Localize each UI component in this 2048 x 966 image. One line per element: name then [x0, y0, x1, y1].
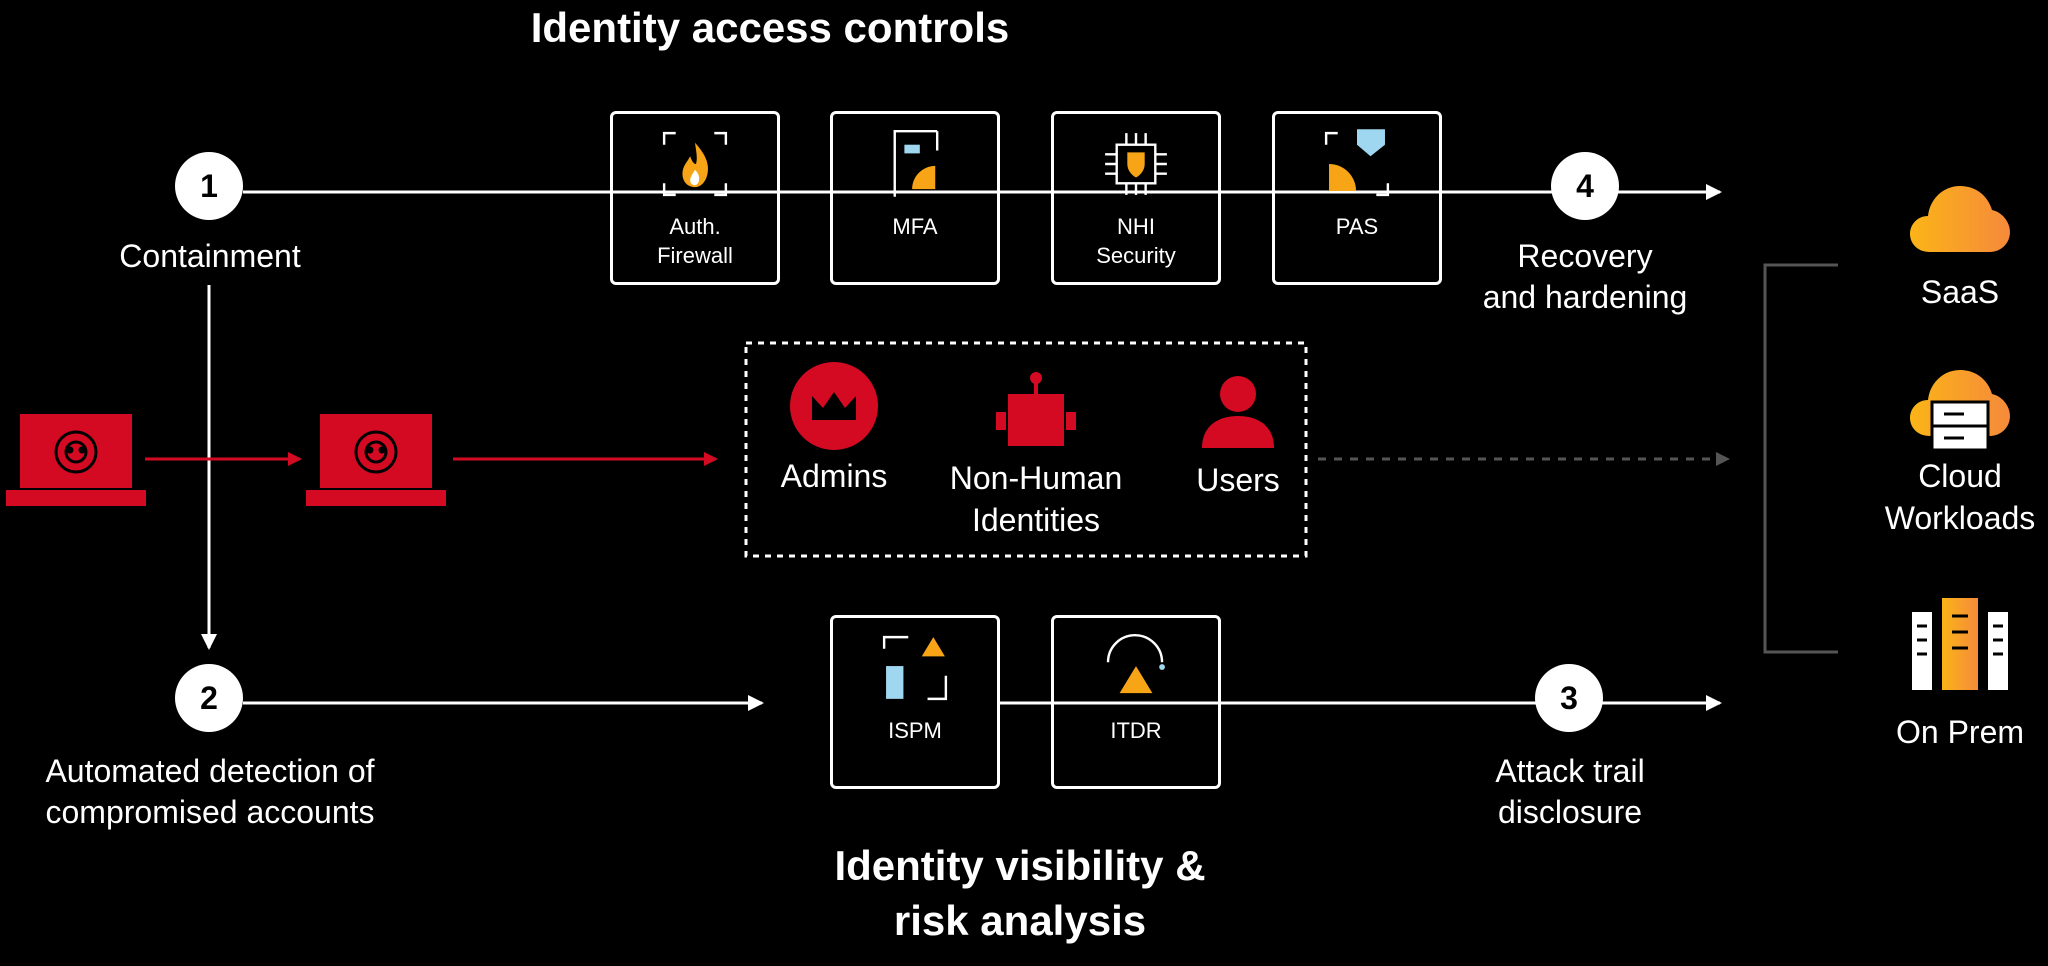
user-icon [1202, 376, 1274, 448]
admins-crown-icon [790, 362, 878, 450]
itdr-box: ITDR [1051, 615, 1221, 789]
pas-line1: PAS [1335, 214, 1379, 239]
saas-cloud-icon [1910, 186, 2010, 252]
compromised-laptop-2 [306, 414, 446, 506]
step-4-circle: 4 [1551, 152, 1619, 220]
targets-bracket [1763, 263, 1838, 654]
nhi-label-line2: Identities [971, 502, 1101, 538]
bottom-title-line1: Identity visibility & [834, 842, 1206, 889]
pas-box: PAS [1272, 111, 1442, 285]
nhi-label-line1: Non-Human [949, 460, 1123, 496]
nhi-security-line2: Security [1096, 243, 1176, 268]
mfa-caption: MFA [833, 212, 997, 241]
step-2-circle: 2 [175, 664, 243, 732]
pas-caption: PAS [1275, 212, 1439, 241]
nhi-security-line1: NHI [1117, 214, 1155, 239]
robot-icon [996, 372, 1076, 446]
cloud-workloads-label-line1: Cloud [1918, 458, 2002, 494]
top-title: Identity access controls [530, 4, 1010, 51]
bottom-title-line2: risk analysis [893, 897, 1147, 944]
mfa-icon [893, 129, 939, 197]
pas-icon [1324, 129, 1390, 197]
step-3-circle: 3 [1535, 664, 1603, 732]
auth-firewall-line2: Firewall [657, 243, 733, 268]
itdr-icon [1106, 633, 1165, 694]
step-4-label-line2: and hardening [1482, 279, 1688, 315]
ispm-icon [882, 635, 948, 701]
mfa-line1: MFA [892, 214, 938, 239]
saas-label: SaaS [1920, 274, 2000, 310]
step-1-circle: 1 [175, 152, 243, 220]
step-1-label: Containment [119, 238, 301, 274]
on-prem-servers-icon [1912, 598, 2008, 690]
cloud-workloads-label-line2: Workloads [1884, 500, 2036, 536]
auth-firewall-box: Auth. Firewall [610, 111, 780, 285]
hacker-mask-icon [354, 430, 398, 474]
mfa-box: MFA [830, 111, 1000, 285]
nhi-security-box: NHI Security [1051, 111, 1221, 285]
auth-firewall-line1: Auth. [669, 214, 721, 239]
ispm-line1: ISPM [888, 718, 942, 743]
auth-firewall-icon [662, 131, 728, 197]
identities-group-box [744, 341, 1308, 558]
step-3-label-line2: disclosure [1497, 794, 1643, 830]
nhi-chip-icon [1105, 133, 1167, 195]
on-prem-label: On Prem [1895, 714, 2025, 750]
admins-label: Admins [780, 458, 888, 494]
step-4-label-line1: Recovery [1517, 238, 1653, 274]
ispm-caption: ISPM [833, 716, 997, 745]
itdr-caption: ITDR [1054, 716, 1218, 745]
auth-firewall-caption: Auth. Firewall [613, 212, 777, 270]
ispm-box: ISPM [830, 615, 1000, 789]
step-2-label-line2: compromised accounts [45, 794, 375, 830]
itdr-line1: ITDR [1110, 718, 1162, 743]
hacker-mask-icon [54, 430, 98, 474]
nhi-security-caption: NHI Security [1054, 212, 1218, 270]
compromised-laptop-1 [6, 414, 146, 506]
cloud-workloads-icon [1910, 370, 2010, 452]
users-label: Users [1196, 462, 1280, 498]
step-2-label-line1: Automated detection of [45, 753, 375, 789]
step-3-label-line1: Attack trail [1495, 753, 1645, 789]
